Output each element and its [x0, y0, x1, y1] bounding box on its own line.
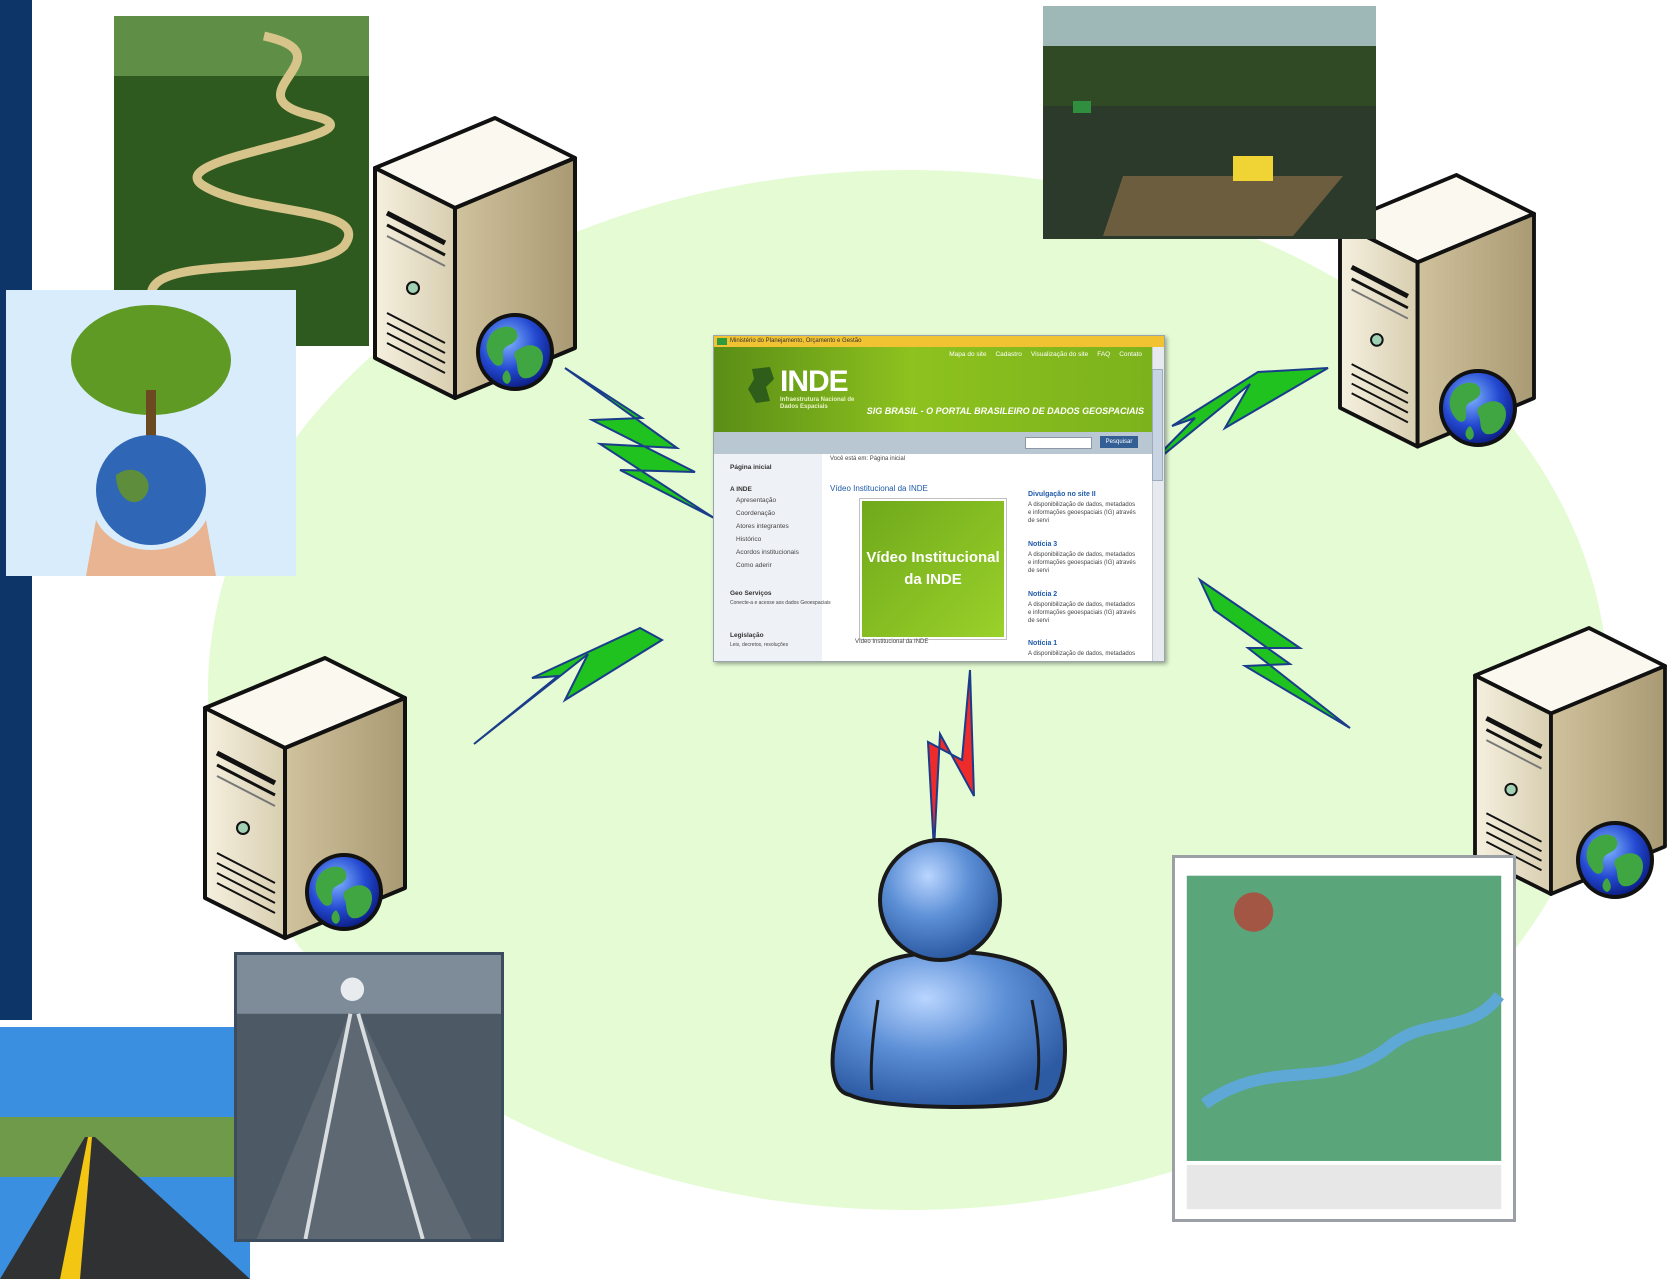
nav-home[interactable]: Página inicial [730, 464, 772, 471]
video-caption: Vídeo Institucional da INDE [855, 639, 929, 645]
topographic-map-photo [1172, 855, 1516, 1222]
news-item[interactable]: Divulgação no site II A disponibilização … [1028, 491, 1140, 525]
video-thumbnail[interactable]: Vídeo Institucional da INDE [859, 498, 1007, 640]
nav-geo-title[interactable]: Geo Serviços [730, 590, 772, 597]
scrollbar[interactable] [1152, 347, 1164, 661]
portal-banner: Mapa do site Cadastro Visualização do site… [714, 347, 1152, 432]
news-body: A disponibilização de dados, metadados e… [1028, 552, 1136, 574]
globe-icon [1439, 369, 1517, 447]
globe-icon [305, 853, 383, 931]
portal-tagline: SIG BRASIL - O PORTAL BRASILEIRO DE DADO… [866, 406, 1144, 416]
nav-link[interactable]: Visualização do site [1030, 351, 1089, 358]
ministry-name: Ministério do Planejamento, Orçamento e … [730, 338, 862, 344]
nav-leg-title[interactable]: Legislação [730, 632, 764, 639]
nav-link[interactable]: Cadastro [995, 351, 1022, 358]
news-body: A disponibilização de dados, metadados e… [1028, 502, 1136, 524]
portal-left-nav: Página inicial A INDE Apresentação Coord… [714, 454, 831, 661]
search-button[interactable]: Pesquisar [1100, 436, 1138, 448]
nav-link[interactable]: Mapa do site [949, 351, 987, 358]
nav-leg-desc: Leis, decretos, resoluções [730, 642, 789, 648]
lightning-icon [564, 367, 715, 519]
nav-item[interactable]: Como aderir [736, 562, 772, 569]
news-item[interactable]: Notícia 3 A disponibilização de dados, me… [1028, 541, 1140, 575]
news-title[interactable]: Notícia 3 [1028, 541, 1058, 548]
highway-photo [0, 1027, 250, 1279]
nav-geo-desc: Conecte-a e acesse aos dados Geoespaciai… [730, 600, 831, 606]
user-icon [830, 838, 1067, 1109]
lightning-icon [473, 626, 664, 745]
tree-globe-photo [6, 290, 296, 576]
nav-item[interactable]: Acordos institucionais [736, 549, 799, 556]
globe-icon [476, 313, 554, 391]
news-title[interactable]: Divulgação no site II [1028, 491, 1096, 498]
news-body: A disponibilização de dados, metadados e… [1028, 602, 1136, 624]
lightning-icon [1139, 367, 1329, 475]
search-input[interactable] [1025, 437, 1092, 449]
breadcrumb: Você está em: Página inicial [830, 456, 906, 462]
portal-logo: INDE [780, 365, 849, 398]
globe-icon [1576, 821, 1654, 899]
railway-photo [234, 952, 504, 1242]
news-title[interactable]: Notícia 2 [1028, 591, 1058, 598]
news-title[interactable]: Notícia 1 [1028, 640, 1058, 647]
portal-logo-subtitle: Infraestrutura Nacional de Dados Espacia… [780, 397, 855, 410]
nav-link[interactable]: Contato [1119, 351, 1142, 358]
nav-link[interactable]: FAQ [1097, 351, 1111, 358]
video-section-title[interactable]: Vídeo Institucional da INDE [830, 484, 928, 493]
portal-nav-links: Mapa do site Cadastro Visualização do site… [940, 351, 1142, 358]
inde-logo-icon [748, 367, 774, 403]
brazil-flag-icon [717, 338, 727, 345]
nav-item[interactable]: Apresentação [736, 497, 777, 504]
news-item[interactable]: Notícia 2 A disponibilização de dados, me… [1028, 591, 1140, 625]
news-item[interactable]: Notícia 1 A disponibilização de dados, me… [1028, 640, 1140, 658]
video-overlay-text: Vídeo Institucional da INDE [866, 549, 1000, 588]
nav-item[interactable]: Atores integrantes [736, 523, 789, 530]
scrollbar-thumb[interactable] [1152, 369, 1163, 481]
ministry-bar: Ministério do Planejamento, Orçamento e … [714, 336, 1164, 347]
nav-item[interactable]: Histórico [736, 536, 762, 543]
inde-portal-screenshot: Ministério do Planejamento, Orçamento e … [713, 335, 1165, 662]
nav-item[interactable]: Coordenação [736, 510, 776, 517]
surveyor-river-photo [1043, 6, 1376, 239]
nav-section-inde[interactable]: A INDE [730, 486, 752, 493]
lightning-icon [1197, 577, 1351, 729]
news-body: A disponibilização de dados, metadados [1028, 651, 1136, 657]
search-row: Pesquisar [714, 432, 1152, 454]
